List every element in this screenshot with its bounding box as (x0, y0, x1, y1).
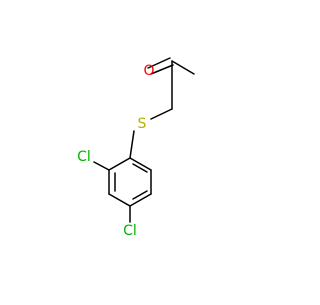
oxygen-label: O (143, 63, 154, 79)
structure-canvas: O S Cl Cl (77, 57, 195, 239)
bond-ring-cl-ortho (93, 161, 110, 171)
ring-inner-bond-c (132, 163, 148, 173)
ring-bond-c3-c4 (108, 193, 131, 207)
ring-inner-bond-b (132, 190, 148, 200)
ring-bond-c6-c1 (129, 157, 152, 171)
bond-carbonyl-o-2 (150, 64, 174, 75)
bond-carbonyl-o-1 (147, 57, 171, 69)
ring-bond-c1-c2 (108, 157, 131, 171)
chlorine-ortho-label: Cl (77, 149, 91, 165)
bond-carbonyl-methyl (171, 60, 195, 75)
bond-sulfur-ring (129, 130, 135, 159)
ring-bond-c4-c5 (129, 193, 152, 207)
sulfur-label: S (138, 116, 147, 132)
bond-ch2-sulfur (150, 108, 173, 120)
bonds (93, 57, 195, 223)
chlorine-para-label: Cl (123, 223, 137, 239)
molecule-structure: O S Cl Cl (77, 57, 195, 239)
